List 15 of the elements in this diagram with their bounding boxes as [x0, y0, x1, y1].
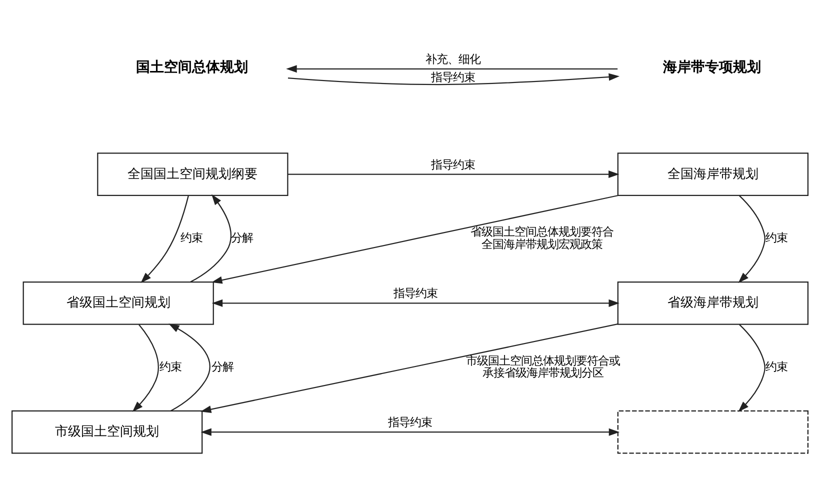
- edge-label: 指导约束: [394, 286, 438, 300]
- edge-label: 约束: [160, 360, 182, 374]
- edge-label: 分解: [231, 231, 254, 244]
- edge-label: 约束: [180, 231, 202, 244]
- edge-label: 指导约束: [430, 70, 475, 84]
- edge-label: 分解: [211, 360, 234, 374]
- edge-label: 省级国土空间总体规划要符合全国海岸带规划宏观政策: [470, 225, 614, 250]
- edge-label: 约束: [765, 231, 788, 244]
- edge-label: 市级国土空间总体规划要符合或承接省级海岸带规划分区: [466, 354, 620, 380]
- edge-label: 指导约束: [388, 416, 432, 429]
- edge-label: 指导约束: [430, 158, 475, 171]
- node-text: 国土空间总体规划: [136, 58, 248, 75]
- node-text: 海岸带专项规划: [663, 58, 762, 75]
- edge-label: 补充、细化: [425, 52, 480, 66]
- edge-label: 约束: [765, 360, 788, 374]
